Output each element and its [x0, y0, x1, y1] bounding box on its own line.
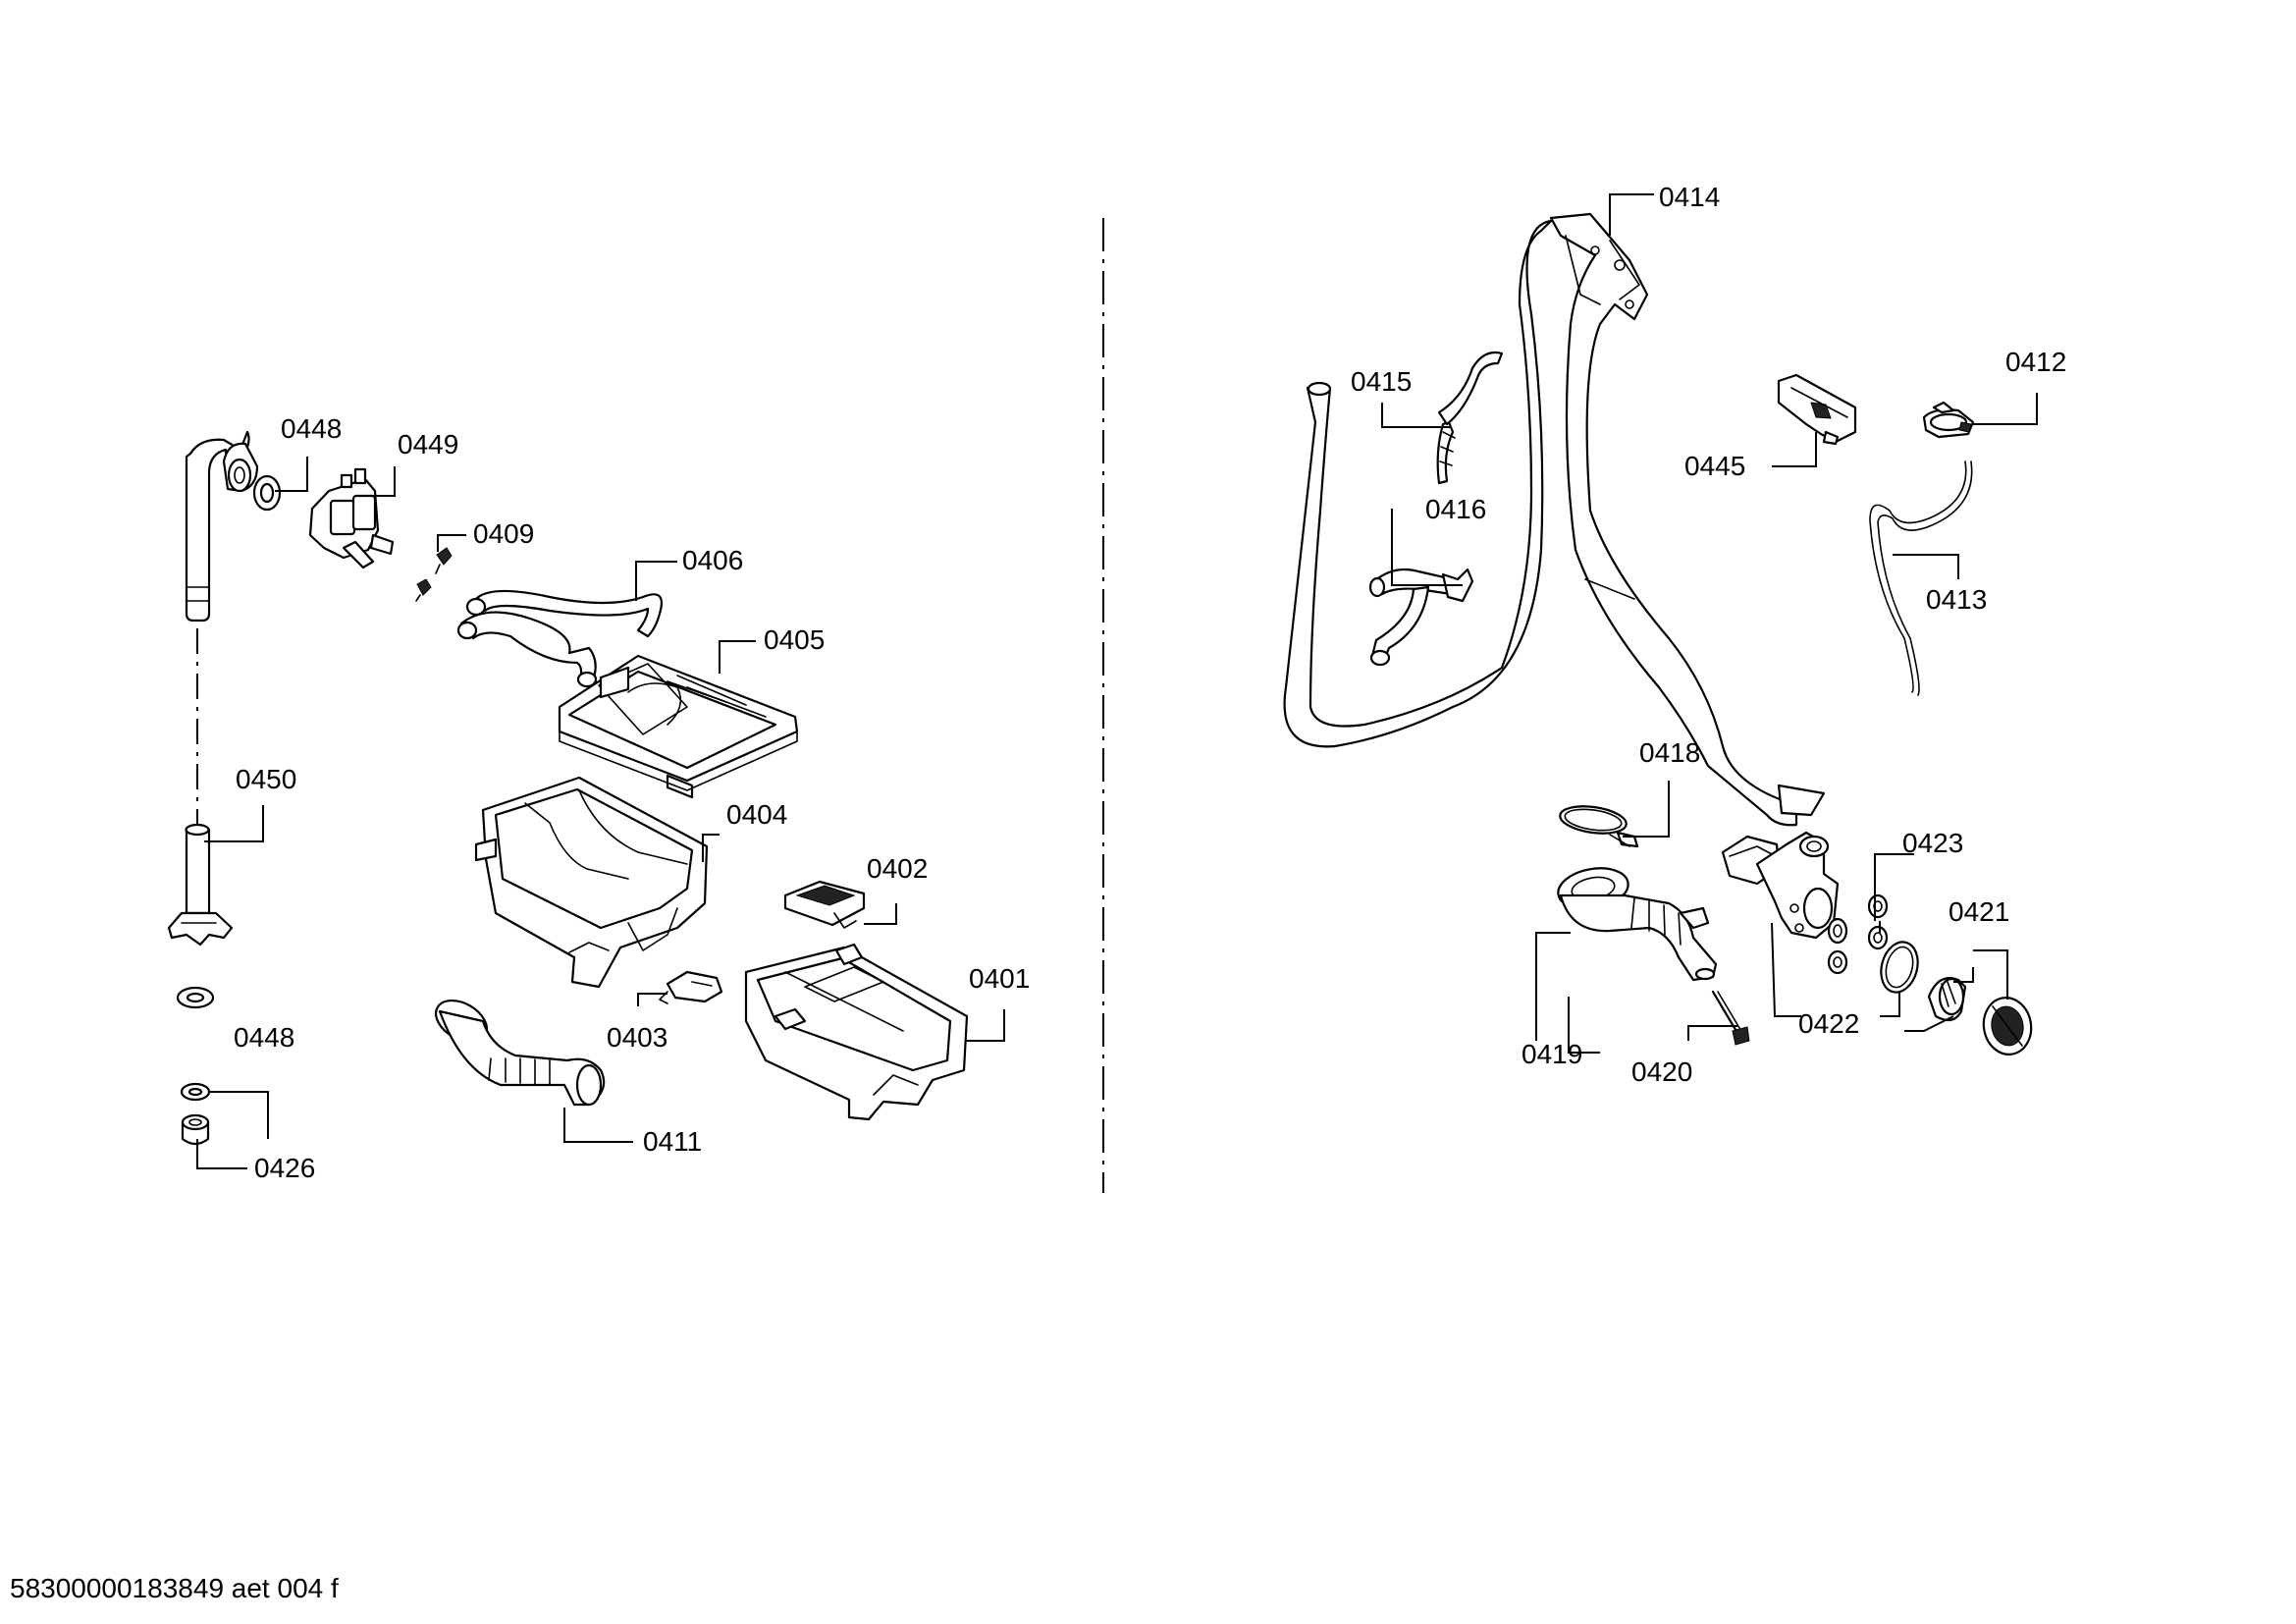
part-0422-o-ring	[1880, 941, 1919, 994]
part-0414-drain-hose	[1283, 212, 1826, 827]
callout-0414: 0414	[1659, 182, 1720, 212]
callout-0413: 0413	[1926, 584, 1987, 615]
leader-lines	[196, 193, 2038, 1169]
part-0419-sump-hose	[1557, 867, 1718, 982]
part-0448-washer-bottom	[176, 986, 215, 1009]
callout-0449: 0449	[398, 429, 458, 460]
part-0418-hose-clamp	[1559, 805, 1639, 848]
part-0426-filter-seal	[180, 1082, 211, 1146]
callout-0401: 0401	[969, 963, 1030, 994]
callout-0402: 0402	[867, 853, 928, 884]
part-0402-handle-insert	[783, 880, 866, 929]
callout-0448-bottom: 0448	[234, 1022, 294, 1053]
part-0450-hose-end	[167, 823, 234, 947]
part-0448-washer-top	[252, 474, 282, 512]
part-0409-hose-clamps	[415, 547, 453, 602]
callout-0448-top: 0448	[281, 413, 342, 444]
part-0445-bracket	[1777, 373, 1857, 446]
callout-0423: 0423	[1902, 828, 1963, 858]
part-0411-bellows-hose	[435, 999, 606, 1107]
part-0420-screw	[1711, 990, 1750, 1046]
callout-0403: 0403	[607, 1022, 667, 1053]
callout-0426: 0426	[254, 1153, 315, 1183]
callout-0445: 0445	[1684, 451, 1745, 481]
callout-0416: 0416	[1425, 494, 1486, 524]
part-0406-hoses	[456, 589, 664, 688]
callout-0419: 0419	[1522, 1039, 1582, 1069]
callout-0409: 0409	[473, 518, 534, 549]
callout-labels: 0448 0449 0409 0406 0405 0450 0404 0402 …	[234, 182, 2066, 1183]
callout-0406: 0406	[682, 545, 743, 575]
callout-0421: 0421	[1949, 896, 2009, 927]
part-0423-seals	[1827, 893, 1889, 975]
part-0405-dispenser-cover	[558, 654, 799, 799]
part-0422-drain-pump	[1721, 831, 1840, 940]
part-0421-pump-filter	[1927, 976, 1967, 1022]
part-0421-filter-cap	[1982, 997, 2033, 1056]
part-0415-small-hose	[1436, 351, 1504, 485]
callout-0412: 0412	[2005, 347, 2066, 377]
callout-0411: 0411	[643, 1126, 702, 1157]
callout-0404: 0404	[726, 799, 787, 830]
callout-0450: 0450	[236, 764, 296, 794]
callout-0418: 0418	[1639, 737, 1700, 768]
callout-0405: 0405	[764, 624, 825, 655]
part-0413-pressure-tube	[1869, 460, 1973, 696]
part-0401-detergent-drawer	[744, 943, 969, 1121]
part-0412-pressure-switch	[1922, 401, 1975, 439]
callout-0415: 0415	[1351, 366, 1412, 397]
part-0403-lever	[659, 970, 723, 1004]
part-0404-dispenser-housing	[474, 776, 709, 989]
callout-0420: 0420	[1631, 1056, 1692, 1087]
part-0449-inlet-valve	[308, 467, 395, 569]
document-code: 58300000183849 aet 004 f	[10, 1573, 339, 1603]
part-0450-elbow	[185, 430, 259, 623]
part-0416-y-connector	[1368, 568, 1474, 667]
callout-0422: 0422	[1798, 1008, 1859, 1039]
